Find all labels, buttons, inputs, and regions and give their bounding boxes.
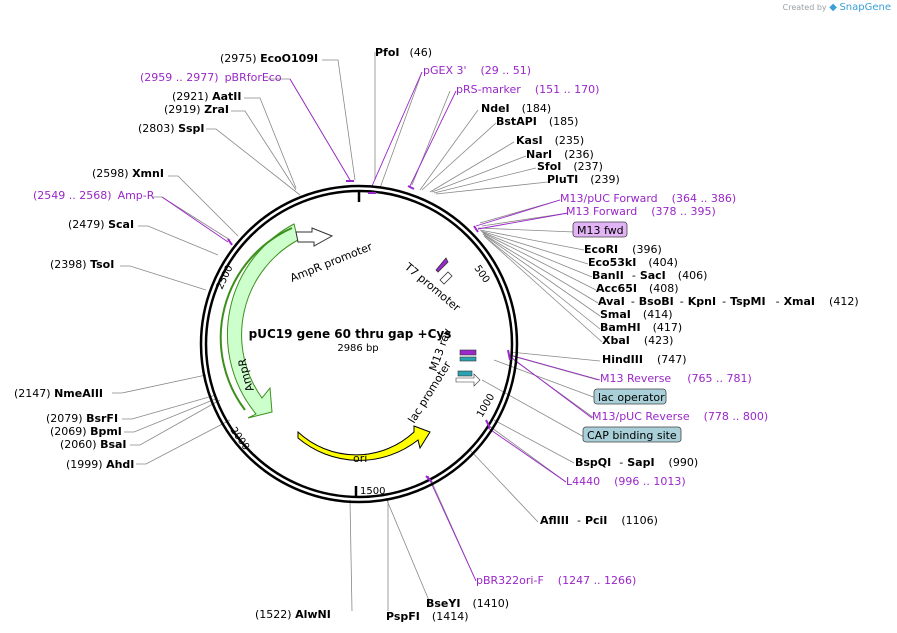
primer-marks	[227, 180, 511, 483]
plasmid-name: pUC19 gene 60 thru gap +Cys	[249, 327, 452, 341]
site-bseyi[interactable]: BseYI(1410)	[426, 597, 509, 610]
site-afliii-pcii[interactable]: AflIII-PciI(1106)	[540, 514, 658, 527]
site-sfoi[interactable]: SfoI(237)	[537, 160, 603, 173]
boxed-features: M13 fwd lac operator CAP binding site	[572, 221, 682, 443]
primer-pbr322ori-f[interactable]: pBR322ori-F(1247 .. 1266)	[476, 574, 636, 587]
site-kasi[interactable]: KasI(235)	[516, 134, 584, 147]
snapgene-credit: Created by ◆ SnapGene	[783, 2, 891, 13]
site-ahdi[interactable]: (1999) AhdI	[66, 458, 134, 471]
tick-label-1500: 1500	[360, 486, 385, 497]
site-bsai[interactable]: (2060) BsaI	[60, 438, 127, 451]
site-xbai[interactable]: XbaI(423)	[602, 334, 673, 347]
tick-label-500: 500	[472, 263, 492, 285]
lac-operator-site[interactable]	[459, 356, 477, 362]
primer-m13puc-forward[interactable]: M13/pUC Forward(364 .. 386)	[560, 192, 736, 205]
ampr-strand	[219, 227, 293, 411]
m13-fwd-box[interactable]	[572, 221, 628, 238]
site-zrai[interactable]: (2919) ZraI	[164, 103, 229, 116]
cap-site-label: CAP binding site	[587, 429, 677, 442]
primer-leaders	[161, 71, 601, 582]
site-bsrfi[interactable]: (2079) BsrFI	[46, 412, 118, 425]
ori-label: ori	[353, 452, 367, 465]
site-bpmi[interactable]: (2069) BpmI	[50, 425, 122, 438]
ampr-feature[interactable]	[226, 223, 299, 419]
site-nmeaiii[interactable]: (2147) NmeAIII	[14, 387, 103, 400]
site-sspi[interactable]: (2803) SspI	[138, 122, 205, 135]
site-xmni[interactable]: (2598) XmnI	[92, 167, 164, 180]
primer-m13-forward[interactable]: M13 Forward(378 .. 395)	[566, 205, 716, 218]
cap-site-mark[interactable]	[457, 370, 473, 377]
site-tsoi[interactable]: (2398) TsoI	[50, 258, 114, 271]
site-alwni[interactable]: (1522) AlwNI	[255, 608, 331, 621]
leader-lines	[112, 52, 603, 612]
snapgene-logo: ◆	[829, 2, 837, 13]
credit-prefix: Created by	[782, 3, 827, 12]
site-pluti[interactable]: PluTI(239)	[547, 173, 620, 186]
ampr-promoter-label: AmpR promoter	[288, 240, 374, 285]
site-ecoo109i[interactable]: (2975) EcoO109I	[220, 52, 318, 65]
t7-marker	[435, 257, 449, 273]
primer-pgex3[interactable]: pGEX 3'(29 .. 51)	[423, 64, 531, 77]
primer-m13-reverse[interactable]: M13 Reverse(765 .. 781)	[600, 372, 752, 385]
lac-operator-label: lac operator	[598, 391, 665, 404]
site-pspfi[interactable]: PspFI(1414)	[386, 610, 468, 623]
site-nari[interactable]: NarI(236)	[526, 148, 594, 161]
ori-feature[interactable]	[297, 425, 431, 461]
site-pfoi[interactable]: PfoI(46)	[375, 46, 432, 59]
site-aatii[interactable]: (2921) AatII	[172, 90, 241, 103]
credit-brand: SnapGene	[839, 2, 891, 13]
lac-promoter-arrow[interactable]	[455, 373, 481, 387]
site-hindiii[interactable]: HindIII(747)	[602, 353, 687, 366]
backbone-outer	[199, 184, 519, 504]
site-smai[interactable]: SmaI(414)	[600, 308, 673, 321]
lac-operator-box[interactable]	[593, 388, 667, 405]
ampr-promoter-arrow[interactable]	[295, 227, 334, 247]
site-avai-group[interactable]: AvaI-BsoBI-KpnI-TspMI-XmaI(412)	[598, 295, 859, 308]
t7-promoter-label: T7 promoter	[401, 260, 463, 315]
site-bspqi-sapi[interactable]: BspQI-SapI(990)	[575, 456, 698, 469]
primer-pbrforeco[interactable]: (2959 .. 2977)pBRforEco	[140, 71, 282, 84]
primer-l4440[interactable]: L4440(996 .. 1013)	[566, 475, 686, 488]
site-ecori[interactable]: EcoRI(396)	[584, 243, 662, 256]
t7-promoter-arrow[interactable]	[439, 271, 453, 285]
site-ndei[interactable]: NdeI(184)	[481, 102, 551, 115]
primer-amp-r[interactable]: (2549 .. 2568)Amp-R	[33, 189, 155, 202]
site-eco53ki[interactable]: Eco53kI(404)	[588, 256, 678, 269]
site-bstapi[interactable]: BstAPI(185)	[496, 115, 578, 128]
primer-prs-marker[interactable]: pRS-marker(151 .. 170)	[456, 83, 599, 96]
m13-fwd-label: M13 fwd	[577, 224, 624, 237]
site-bamhi[interactable]: BamHI(417)	[600, 321, 682, 334]
site-banii-saci[interactable]: BanII-SacI(406)	[592, 269, 707, 282]
site-scai[interactable]: (2479) ScaI	[68, 218, 134, 231]
site-acc65i[interactable]: Acc65I(408)	[596, 282, 679, 295]
tick-label-2000: 2000	[228, 425, 252, 452]
primer-m13puc-reverse[interactable]: M13/pUC Reverse(778 .. 800)	[592, 410, 768, 423]
plasmid-length: 2986 bp	[337, 343, 378, 354]
cap-site-box[interactable]	[582, 426, 682, 443]
m13-rev-site[interactable]	[459, 349, 477, 356]
